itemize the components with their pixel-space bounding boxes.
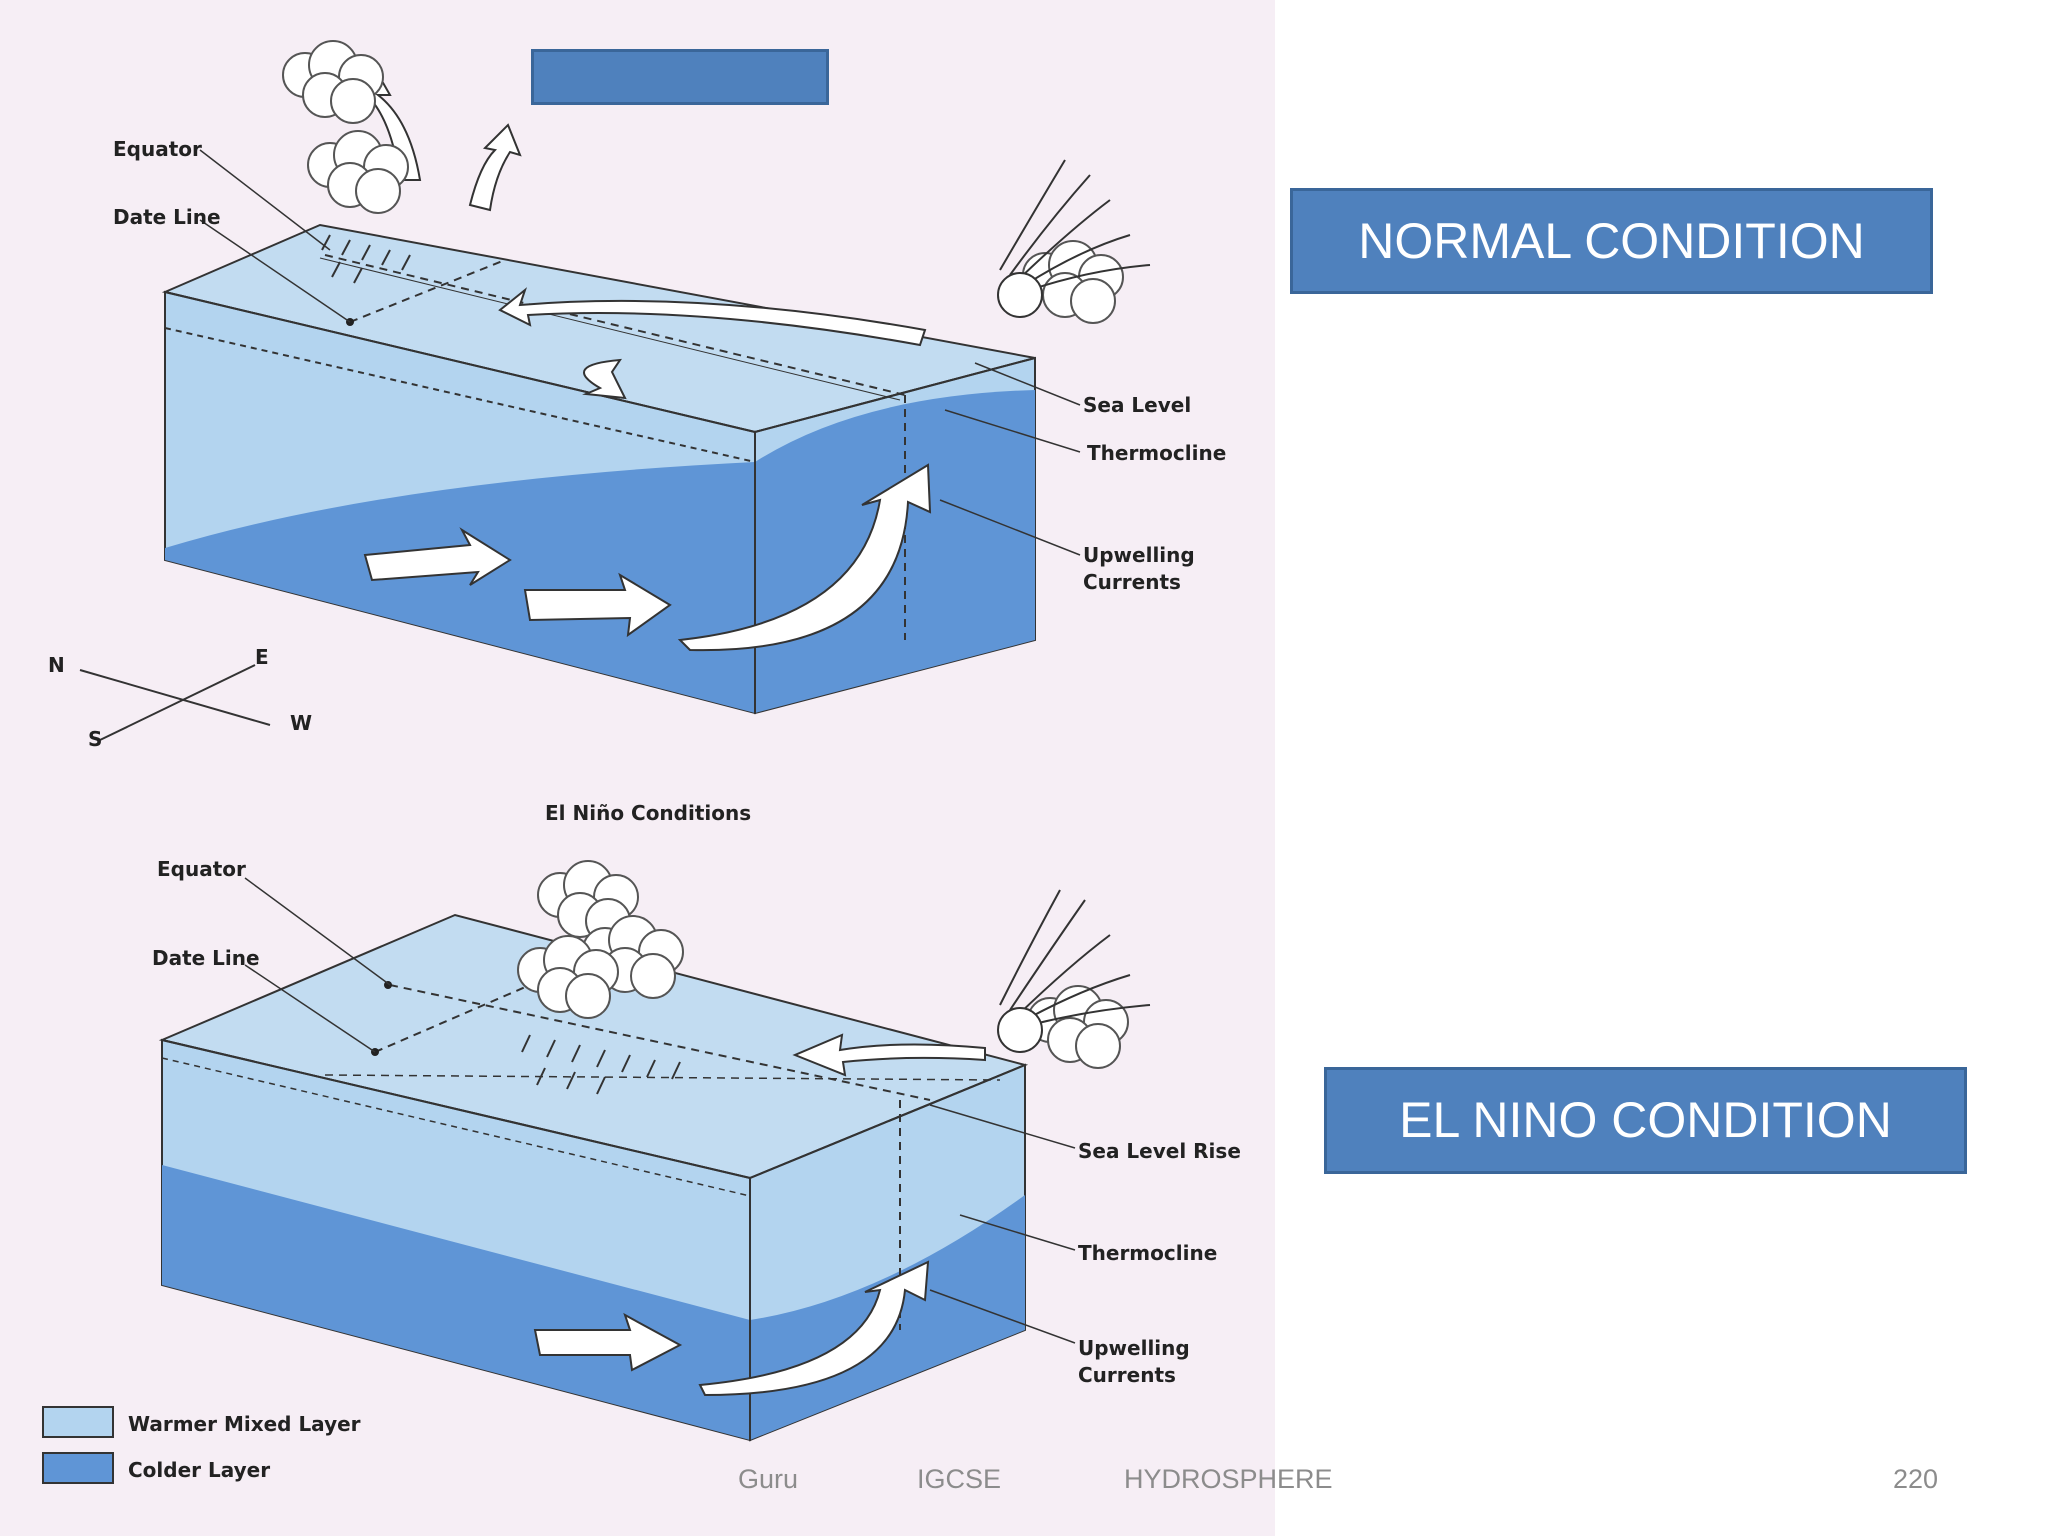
el-nino-arrows (533, 1033, 986, 1397)
normal-currents-label: Currents (1083, 570, 1181, 594)
el-nino-wind-face-icon (997, 889, 1151, 1053)
normal-front-cold (165, 462, 755, 713)
normal-ocean-block (161, 223, 1036, 715)
normal-rising-air-2 (468, 123, 522, 212)
normal-deep-arrow-2 (523, 572, 672, 638)
legend: Warmer Mixed Layer Colder Layer (42, 1406, 361, 1484)
normal-upwelling-label: Upwelling (1083, 543, 1195, 567)
normal-wind-face-icon (997, 159, 1151, 318)
compass-w: W (290, 711, 312, 735)
el-nino-equator-label: Equator (157, 857, 246, 881)
compass-s: S (88, 727, 102, 751)
blank-title-box (531, 49, 829, 105)
legend-colder-swatch (42, 1452, 114, 1484)
footer-course: IGCSE (917, 1464, 1002, 1494)
el-nino-thermocline-label: Thermocline (1078, 1241, 1217, 1265)
normal-condition-callout: NORMAL CONDITION (1290, 188, 1933, 294)
el-nino-date-line-label: Date Line (152, 946, 260, 970)
el-nino-upwelling-label: Upwelling (1078, 1336, 1190, 1360)
figure-svg: Equator Date Line Sea Level Thermocline … (42, 40, 1241, 1484)
el-nino-weak-wind-arrow (792, 1033, 986, 1077)
normal-sea-level-label: Sea Level (1083, 393, 1191, 417)
el-nino-sea-level-rise-label: Sea Level Rise (1078, 1139, 1241, 1163)
normal-deep-arrow-1 (363, 527, 512, 586)
compass-n: N (48, 653, 65, 677)
el-nino-front-cold (162, 1165, 750, 1440)
el-nino-wind-face-cloud (1027, 985, 1129, 1069)
normal-trade-wind-arrow (498, 287, 927, 347)
el-nino-currents-label: Currents (1078, 1363, 1176, 1387)
el-nino-title: El Niño Conditions (545, 801, 751, 825)
footer-topic: HYDROSPHERE (1124, 1464, 1333, 1494)
footer-page-number: 220 (1893, 1464, 1939, 1494)
el-nino-rain (521, 1034, 681, 1095)
el-nino-deep-arrow (533, 1312, 683, 1372)
normal-upwelling-arrow (677, 463, 932, 652)
normal-cloud-1 (282, 40, 384, 124)
footer-author: Guru (738, 1464, 799, 1494)
normal-thermocline-label: Thermocline (1087, 441, 1226, 465)
el-nino-condition-callout: EL NINO CONDITION (1324, 1067, 1967, 1174)
legend-warmer-label: Warmer Mixed Layer (128, 1412, 361, 1436)
compass-e: E (255, 645, 269, 669)
normal-equator-label: Equator (113, 137, 202, 161)
normal-equator-line (324, 254, 906, 396)
el-nino-figure: Equator Date Line Sea Level Thermocline … (0, 0, 1275, 1536)
el-nino-upwelling-arrow (698, 1260, 930, 1397)
normal-arrows (342, 58, 932, 652)
normal-rain (321, 234, 411, 284)
normal-surface-arrow (582, 358, 627, 400)
legend-warmer-swatch (42, 1406, 114, 1438)
normal-date-line-label: Date Line (113, 205, 221, 229)
legend-colder-label: Colder Layer (128, 1458, 270, 1482)
compass-icon (79, 664, 271, 741)
